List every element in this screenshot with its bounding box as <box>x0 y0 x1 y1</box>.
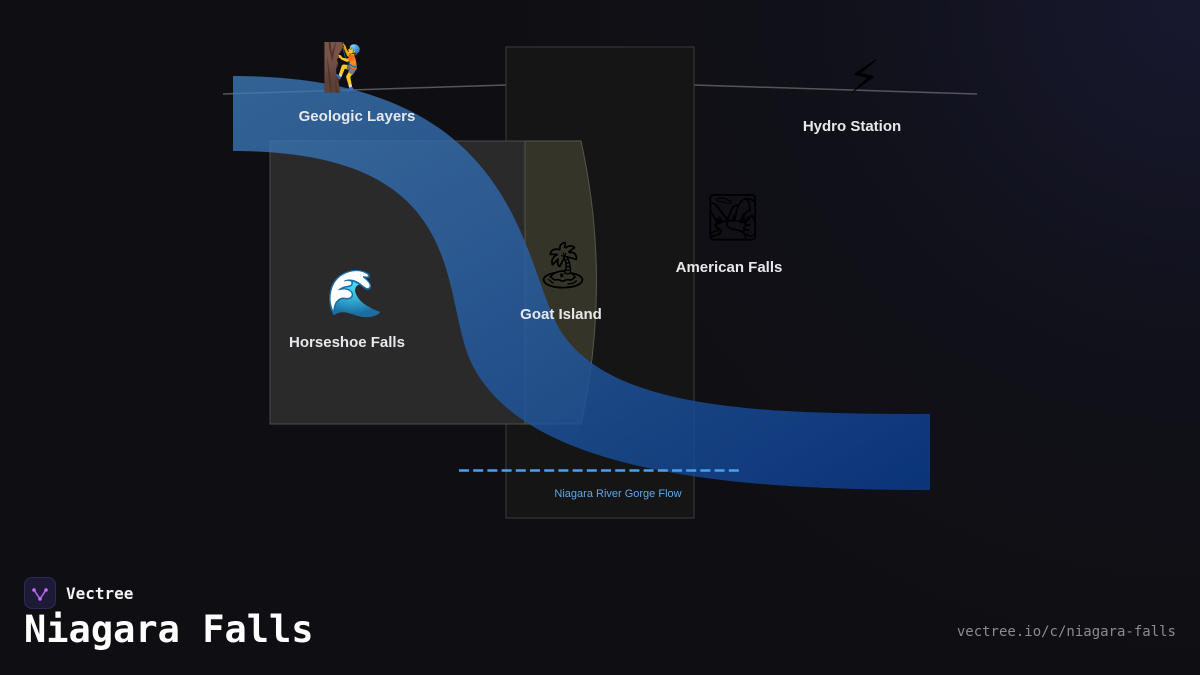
gorge-flow-label: Niagara River Gorge Flow <box>554 488 682 500</box>
connector-line-right <box>693 84 978 95</box>
source-url: vectree.io/c/niagara-falls <box>956 624 1176 640</box>
node-label-hydro-station: Hydro Station <box>802 118 902 135</box>
vectree-logo-glyph <box>32 588 48 601</box>
brand-name: Vectree <box>66 583 134 603</box>
node-label-american-falls: American Falls <box>675 259 783 276</box>
island-icon: 🏝 <box>533 238 593 292</box>
lightning-icon: ⚡ <box>847 50 881 104</box>
brand-row: Vectree <box>24 577 133 609</box>
node-label-horseshoe-falls: Horseshoe Falls <box>289 334 405 351</box>
page-title: Niagara Falls <box>24 608 314 651</box>
national-park-icon: 🏞 <box>703 190 763 244</box>
climber-icon: 🧗 <box>321 40 379 94</box>
river-flow-band <box>233 76 930 490</box>
node-label-goat-island: Goat Island <box>520 306 602 323</box>
wave-icon: 🌊 <box>326 266 384 320</box>
node-label-geologic-layers: Geologic Layers <box>298 108 416 125</box>
brand-logo <box>24 577 56 609</box>
